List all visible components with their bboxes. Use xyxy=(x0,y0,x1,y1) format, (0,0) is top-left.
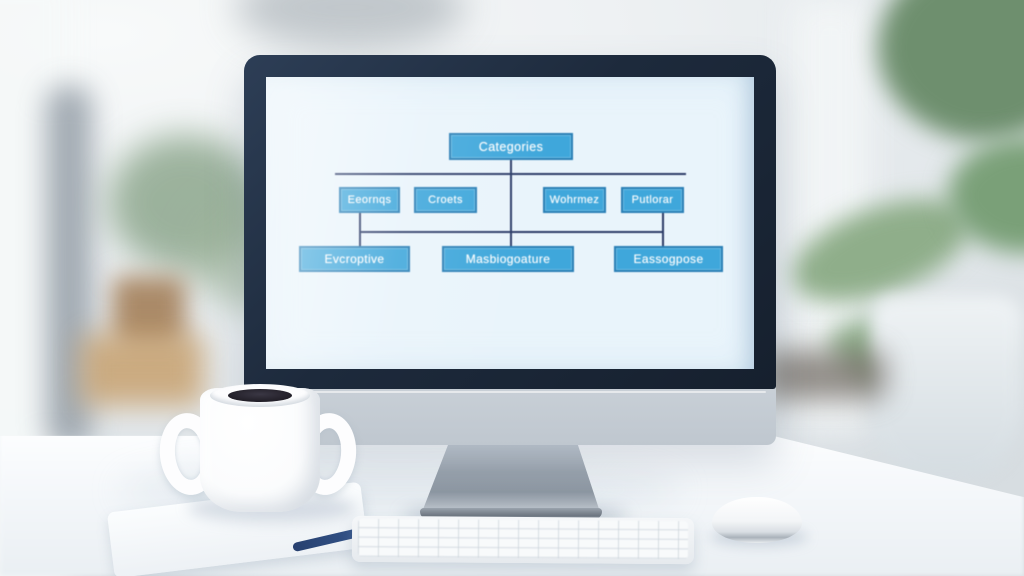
monitor-chin-highlight xyxy=(254,391,766,393)
background-shadow-band xyxy=(762,350,886,400)
monitor-screen: Categories Eeornqs Croets Wohrmez Putlor… xyxy=(266,77,754,369)
screen-glare xyxy=(266,77,754,369)
mouse xyxy=(712,497,802,543)
monitor-stand-base xyxy=(420,508,602,519)
coffee-surface xyxy=(228,389,292,402)
right-plant-leaf xyxy=(878,0,1024,140)
ceiling-shadow xyxy=(235,0,465,50)
keyboard xyxy=(351,515,695,565)
right-plant-pot xyxy=(870,296,1022,478)
monitor: Categories Eeornqs Croets Wohrmez Putlor… xyxy=(244,55,776,445)
monitor-stand-neck xyxy=(422,445,600,512)
wooden-stool xyxy=(80,334,204,406)
coffee-mug xyxy=(200,388,320,512)
keyboard-keys xyxy=(357,518,689,560)
